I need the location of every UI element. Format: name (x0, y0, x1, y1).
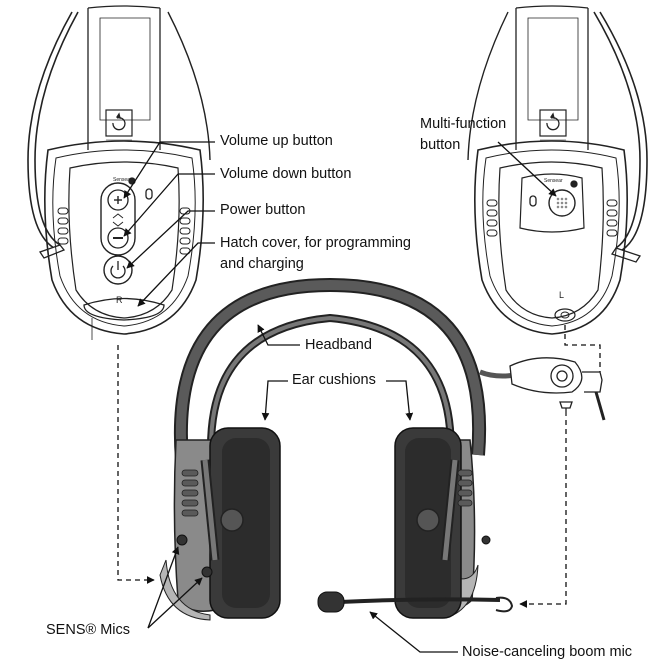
label-hatch-line2: and charging (220, 256, 304, 272)
label-multi-function-line1: Multi-function (420, 116, 507, 132)
plus-icon (114, 196, 122, 204)
label-volume-down: Volume down button (220, 166, 352, 182)
dashed-connectors (117, 325, 601, 608)
power-icon (103, 255, 133, 285)
sens-sticker-icon (105, 109, 133, 141)
sens-mic-lower (201, 566, 213, 578)
right-cup-view (27, 5, 211, 340)
label-hatch-line1: Hatch cover, for programming (220, 235, 411, 251)
sens-mic-upper (176, 534, 188, 546)
multi-function-button (548, 189, 576, 217)
label-volume-up: Volume up button (220, 133, 333, 149)
label-ear-cushions: Ear cushions (292, 372, 376, 388)
left-cup-letter: L (559, 290, 564, 300)
brand-text-left: Sensear (544, 178, 563, 184)
sens-sticker-icon (539, 109, 567, 141)
boom-mic-foam (317, 591, 345, 613)
audio-cable (479, 357, 606, 421)
label-multi-function-line2: button (420, 137, 461, 153)
brand-text-right: Sensear (113, 177, 132, 183)
label-boom-mic: Noise-canceling boom mic (462, 644, 633, 660)
label-sens-mics: SENS® Mics (46, 622, 130, 638)
left-cup-view (467, 5, 648, 335)
headset-front-view (159, 277, 514, 621)
label-power: Power button (220, 202, 306, 218)
leader-lines (123, 141, 557, 653)
right-cup-letter: R (116, 295, 123, 305)
label-headband: Headband (305, 337, 372, 353)
boom-mic-arm (339, 597, 501, 604)
